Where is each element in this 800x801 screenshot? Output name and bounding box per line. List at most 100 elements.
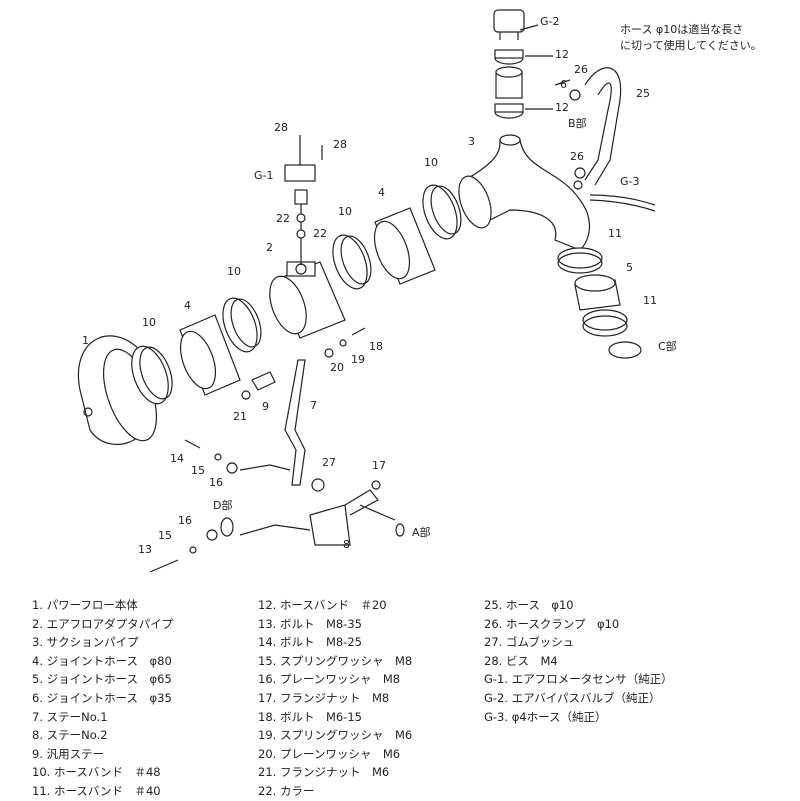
parts-list-item: 22. カラー xyxy=(258,783,315,798)
joint-hose-4 xyxy=(373,207,436,285)
parts-list-item: 12. ホースバンド ＃20 xyxy=(258,598,387,612)
parts-list-item: 19. スプリングワッシャ M6 xyxy=(258,728,413,743)
hose-g3 xyxy=(589,194,656,212)
callout-g1: G-1 xyxy=(254,169,274,182)
parts-list-item: G-2. エアバイパスバルブ（純正） xyxy=(484,690,661,705)
note-line-1: ホース φ10は適当な長さ xyxy=(620,23,744,36)
callout-9: 9 xyxy=(262,400,269,413)
callout-15: 15 xyxy=(191,464,205,477)
part-3-suction-pipe xyxy=(458,134,590,251)
callout-17: 17 xyxy=(372,459,386,472)
callout-12: 12 xyxy=(555,101,569,114)
stay-9 xyxy=(251,371,276,391)
exploded-parts-diagram: ホース φ10は適当な長さ に切って使用してください。 G-2 12 6 12 … xyxy=(77,9,762,573)
callout-g3: G-3 xyxy=(620,175,640,188)
parts-list-item: 26. ホースクランプ φ10 xyxy=(484,616,620,631)
parts-list-item: 25. ホース φ10 xyxy=(484,598,574,612)
callout-2: 2 xyxy=(266,241,273,254)
parts-list-item: 17. フランジナット M8 xyxy=(258,690,390,705)
airflow-sensor-g1 xyxy=(284,135,323,265)
callout-6: 6 xyxy=(560,78,567,91)
callout-22: 22 xyxy=(276,212,290,225)
callout-10: 10 xyxy=(424,156,438,169)
callout-14: 14 xyxy=(170,452,184,465)
parts-drawing xyxy=(77,9,656,573)
callout-22: 22 xyxy=(313,227,327,240)
callout-21: 21 xyxy=(233,410,247,423)
note-line-2: に切って使用してください。 xyxy=(620,39,762,52)
bypass-valve-g2 xyxy=(493,9,525,40)
parts-list-item: 1. パワーフロー本体 xyxy=(32,598,138,612)
callout-7: 7 xyxy=(310,399,317,412)
hose-clamp-26 xyxy=(569,89,586,179)
part-2-airflow-adapter-pipe xyxy=(269,261,346,339)
callout-11: 11 xyxy=(608,227,622,240)
callout-4: 4 xyxy=(184,299,191,312)
parts-list-item: 16. プレーンワッシャ M8 xyxy=(258,672,401,687)
parts-list-item: G-3. φ4ホース（純正） xyxy=(484,709,607,724)
hose-band-10 xyxy=(332,234,372,290)
hardware-bolts-washers xyxy=(149,327,405,573)
parts-list-item: 6. ジョイントホース φ35 xyxy=(32,690,172,705)
hose-cut-note: ホース φ10は適当な長さ に切って使用してください。 xyxy=(620,22,762,54)
parts-list-column-1: 1. パワーフロー本体 2. エアフロアダプタパイプ 3. サクションパイプ 4… xyxy=(32,596,173,801)
callout-20: 20 xyxy=(330,361,344,374)
hose-band-12 xyxy=(494,103,524,119)
callout-28: 28 xyxy=(274,121,288,134)
callout-19: 19 xyxy=(351,353,365,366)
callout-5: 5 xyxy=(626,261,633,274)
callout-g2: G-2 xyxy=(540,15,560,28)
joint-hose-6 xyxy=(495,66,523,99)
parts-list-item: 2. エアフロアダプタパイプ xyxy=(32,616,174,631)
parts-list-item: 15. スプリングワッシャ M8 xyxy=(258,653,413,668)
callout-3: 3 xyxy=(468,135,475,148)
hose-band-10 xyxy=(131,345,173,405)
callout-11: 11 xyxy=(643,294,657,307)
callout-c-part: C部 xyxy=(658,340,677,353)
callout-28: 28 xyxy=(333,138,347,151)
callout-16: 16 xyxy=(178,514,192,527)
callout-10: 10 xyxy=(338,205,352,218)
parts-list-item: 28. ビス M4 xyxy=(484,653,558,668)
callout-10: 10 xyxy=(227,265,241,278)
callout-25: 25 xyxy=(636,87,650,100)
leader-lines xyxy=(239,24,571,536)
parts-list-item: 10. ホースバンド ＃48 xyxy=(32,765,161,780)
parts-list-item: 18. ボルト M6-15 xyxy=(258,709,362,724)
parts-list-item: 14. ボルト M8-25 xyxy=(258,635,362,650)
parts-list-item: 13. ボルト M8-35 xyxy=(258,616,362,631)
hose-25 xyxy=(584,67,622,186)
parts-list-item: 9. 汎用ステー xyxy=(32,746,105,761)
parts-list-item: 3. サクションパイプ xyxy=(32,635,139,650)
callout-26: 26 xyxy=(570,150,584,163)
parts-list-item: 5. ジョイントホース φ65 xyxy=(32,672,172,687)
hose-band-10 xyxy=(222,297,262,353)
callout-1: 1 xyxy=(82,334,89,347)
parts-list-item: 27. ゴムブッシュ xyxy=(484,635,575,650)
parts-list-item: 20. プレーンワッシャ M6 xyxy=(258,746,401,761)
parts-list-item: 11. ホースバンド ＃40 xyxy=(32,783,161,798)
hose-band-11 xyxy=(582,309,628,337)
c-part-ring xyxy=(608,341,642,359)
parts-list-item: 7. ステーNo.1 xyxy=(32,709,108,724)
callout-27: 27 xyxy=(322,456,336,469)
callout-13: 13 xyxy=(138,543,152,556)
joint-hose-5 xyxy=(574,274,621,311)
callout-12: 12 xyxy=(555,48,569,61)
callout-26: 26 xyxy=(574,63,588,76)
callout-d-part: D部 xyxy=(213,499,233,512)
parts-list-item: 4. ジョイントホース φ80 xyxy=(32,653,172,668)
hose-band-12 xyxy=(494,49,524,65)
parts-list-item: 21. フランジナット M6 xyxy=(258,765,390,780)
callout-8: 8 xyxy=(343,538,350,551)
callout-10: 10 xyxy=(142,316,156,329)
parts-list-column-3: 25. ホース φ10 26. ホースクランプ φ10 27. ゴムブッシュ 2… xyxy=(484,596,673,726)
hose-band-11 xyxy=(557,247,603,274)
parts-list-item: 8. ステーNo.2 xyxy=(32,728,108,743)
callout-15: 15 xyxy=(158,529,172,542)
parts-list-item: G-1. エアフロメータセンサ（純正） xyxy=(484,672,673,687)
hose-band-10 xyxy=(422,184,462,240)
stay-8 xyxy=(309,489,379,546)
callout-4: 4 xyxy=(378,186,385,199)
callout-b-part: B部 xyxy=(568,117,587,130)
